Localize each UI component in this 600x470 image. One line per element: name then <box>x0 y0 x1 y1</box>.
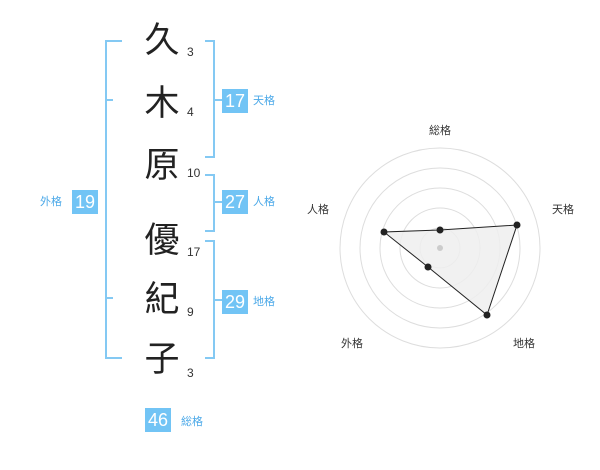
stroke-count-6: 3 <box>187 366 194 380</box>
jinkaku-label: 人格 <box>253 195 275 208</box>
chikaku-label: 地格 <box>253 295 275 308</box>
radar-ring-1 <box>339 147 541 349</box>
radar-point-jinkaku <box>380 228 388 236</box>
stroke-count-4: 17 <box>187 245 201 259</box>
radar-point-gaikaku <box>424 263 432 271</box>
radar-ring-2 <box>359 167 521 329</box>
gaikaku-value: 19 <box>72 190 99 214</box>
radar-label-upper-right: 天格 <box>552 202 574 216</box>
radar-center-point <box>437 245 443 251</box>
stroke-count-2: 4 <box>187 105 194 119</box>
radar-label-top: 総格 <box>429 123 451 137</box>
name-char-6: 子 <box>144 340 180 380</box>
gaikaku-label: 外格 <box>40 195 62 208</box>
tenkaku-value: 17 <box>222 89 249 113</box>
name-char-4: 優 <box>144 221 180 261</box>
stroke-count-1: 3 <box>187 45 194 59</box>
name-char-1: 久 <box>144 21 180 61</box>
jinkaku-value: 27 <box>222 190 249 214</box>
stroke-count-5: 9 <box>187 305 194 319</box>
radar-label-lower-right: 地格 <box>513 336 535 350</box>
name-char-5: 紀 <box>144 280 180 320</box>
name-char-2: 木 <box>144 84 180 124</box>
chikaku-value: 29 <box>222 290 249 314</box>
radar-point-tenkaku <box>513 221 521 229</box>
radar-point-soukaku <box>436 226 444 234</box>
tenkaku-label: 天格 <box>253 94 275 107</box>
radar-label-lower-left: 外格 <box>341 336 363 350</box>
radar-point-chikaku <box>483 311 491 319</box>
soukaku-value: 46 <box>145 408 172 432</box>
name-char-3: 原 <box>144 146 180 186</box>
radar-polygon <box>382 224 518 316</box>
radar-label-upper-left: 人格 <box>307 202 329 216</box>
soukaku-label: 総格 <box>181 415 203 428</box>
stroke-count-3: 10 <box>187 166 201 180</box>
